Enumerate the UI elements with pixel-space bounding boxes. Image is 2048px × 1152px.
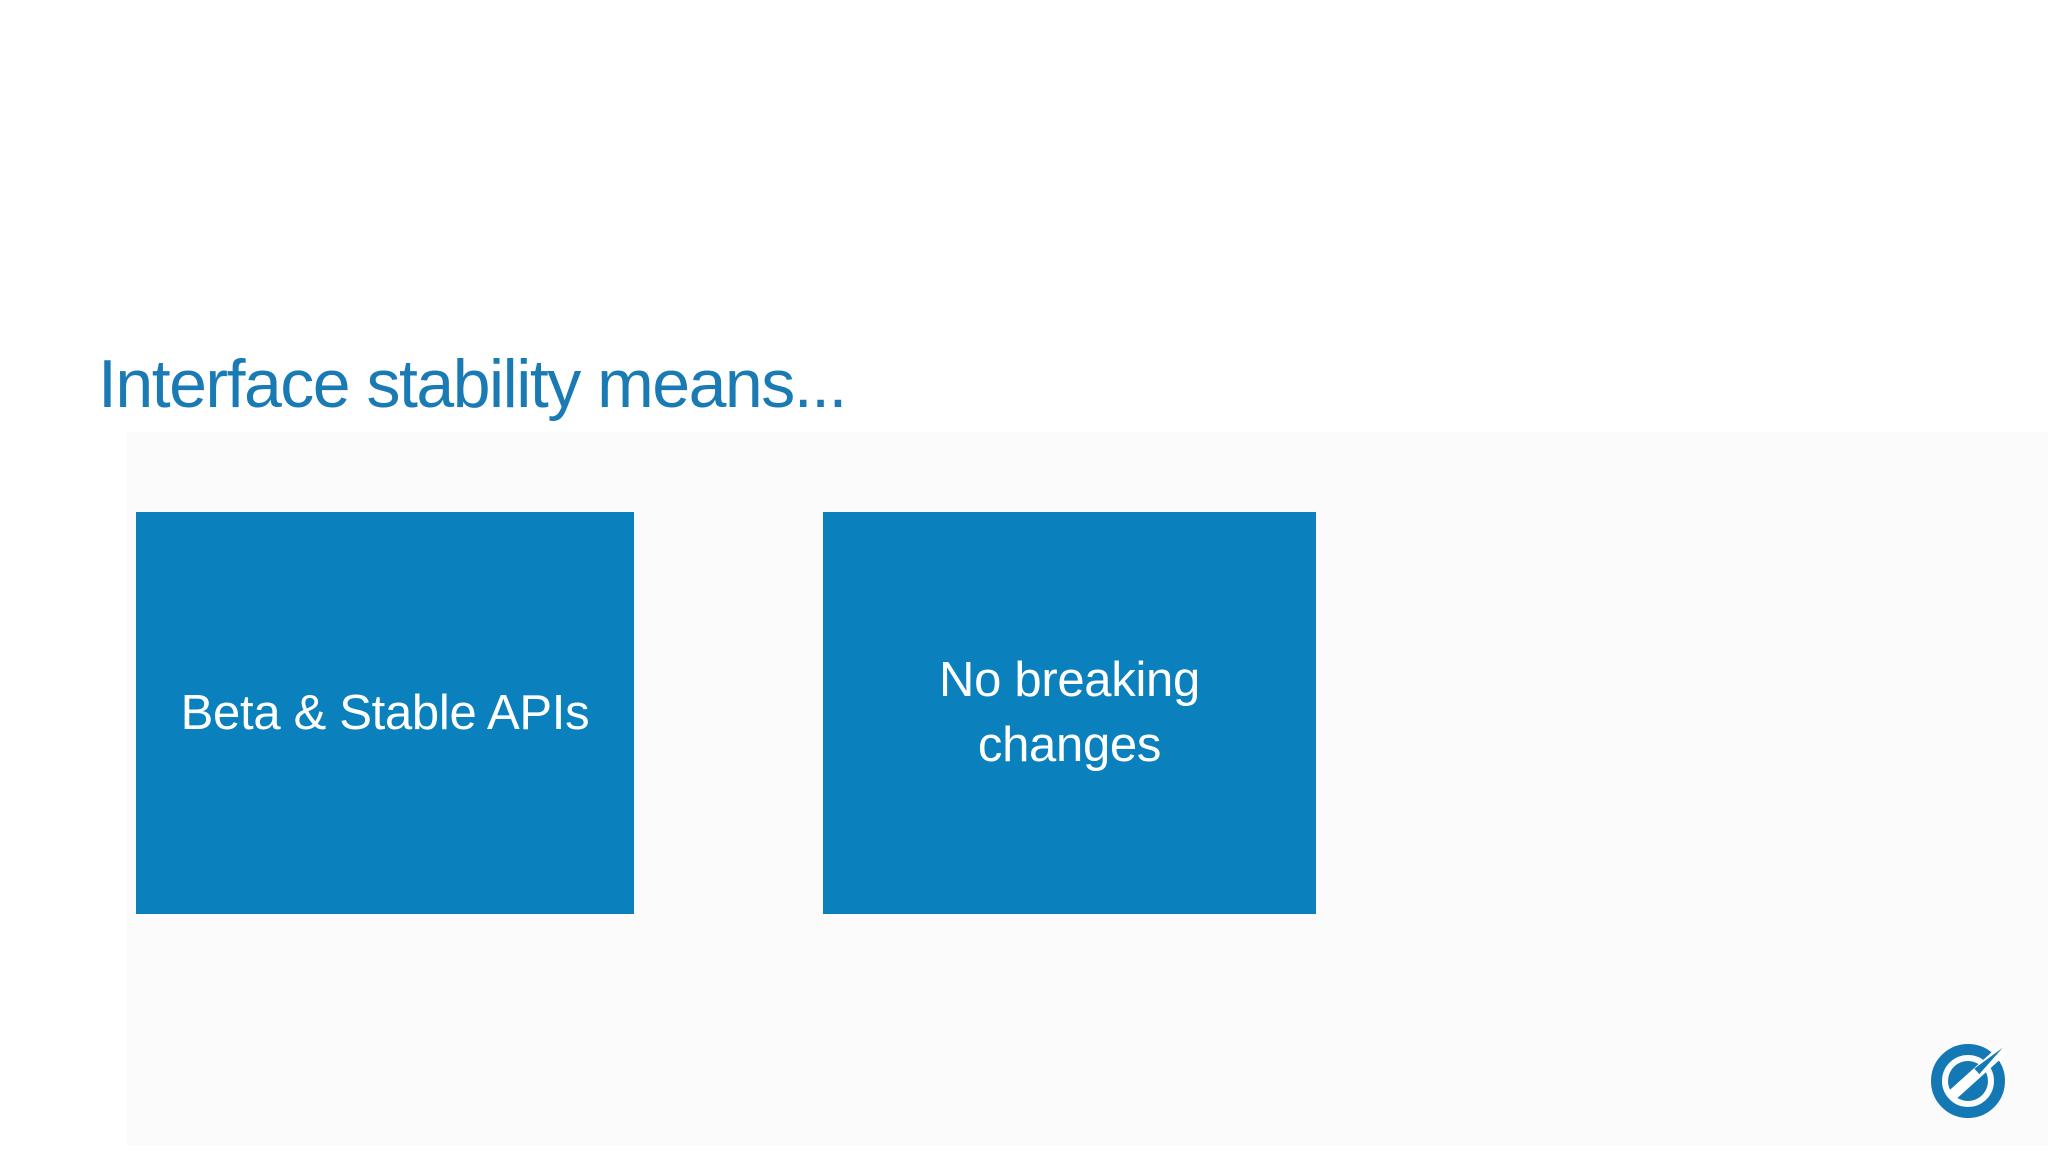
logo-rocket-tip bbox=[1974, 1047, 2003, 1075]
rocket-circle-logo-icon bbox=[1931, 1044, 2008, 1118]
card-beta-stable-apis: Beta & Stable APIs bbox=[136, 512, 634, 914]
card-no-breaking-changes: No breaking changes bbox=[823, 512, 1316, 914]
card-label-line: changes bbox=[977, 718, 1162, 772]
slide-title: Interface stability means... bbox=[98, 346, 847, 422]
card-label-line: Beta & Stable APIs bbox=[180, 685, 590, 740]
card-label-line: No breaking bbox=[939, 653, 1200, 707]
